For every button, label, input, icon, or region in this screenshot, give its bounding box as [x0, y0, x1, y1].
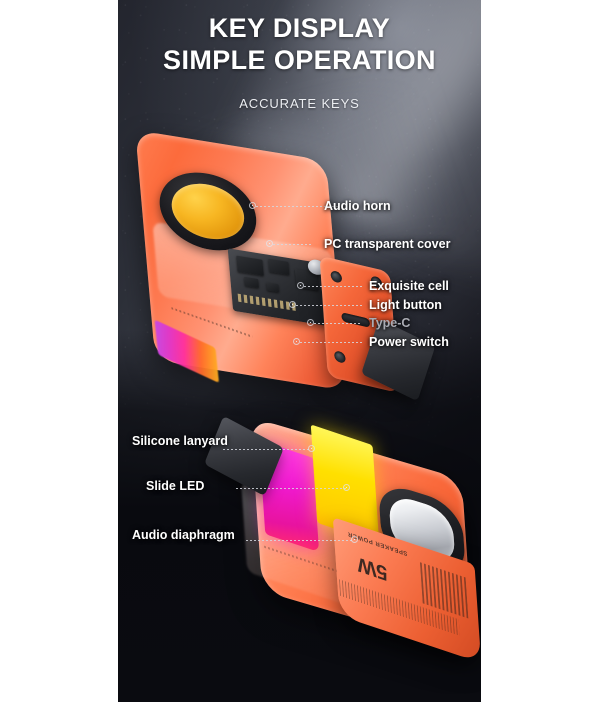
- node-type-c: [307, 319, 314, 326]
- product-image-bottom-speaker: SPEAKER POWER 5W: [204, 415, 481, 682]
- leader-line-type-c: [314, 323, 362, 324]
- pcb-solder-pads: [237, 293, 297, 312]
- product-image-top-speaker: [122, 129, 436, 405]
- leader-line-audio-diaphragm: [246, 540, 354, 541]
- node-exquisite-cell: [297, 282, 304, 289]
- callout-label-audio-horn: Audio horn: [324, 199, 391, 213]
- pcb-chip: [244, 276, 259, 289]
- callout-label-silicone-lanyard: Silicone lanyard: [132, 434, 228, 448]
- leader-line-pc-cover: [273, 244, 313, 245]
- node-pc-cover: [266, 240, 273, 247]
- callout-label-pc-transparent-cover: PC transparent cover: [324, 237, 451, 251]
- leader-line-slide-led: [236, 488, 346, 489]
- node-light-button: [289, 301, 296, 308]
- title-line-1: KEY DISPLAY: [208, 13, 391, 43]
- node-slide-led: [343, 484, 350, 491]
- callout-label-type-c: Type-C: [369, 316, 411, 330]
- callout-label-slide-led: Slide LED: [146, 479, 205, 493]
- screw-icon: [333, 350, 346, 364]
- power-rating-text: 5W: [356, 552, 389, 585]
- node-silicone-lanyard: [308, 445, 315, 452]
- leader-line-audio-horn: [256, 206, 340, 207]
- leader-line-light-button: [296, 305, 362, 306]
- header-block: KEY DISPLAY SIMPLE OPERATION ACCURATE KE…: [118, 12, 481, 111]
- leader-line-silicone-lanyard: [223, 449, 311, 450]
- subtitle: ACCURATE KEYS: [239, 96, 360, 111]
- screw-icon: [330, 269, 343, 284]
- leader-line-exquisite-cell: [304, 286, 364, 287]
- callout-label-light-button: Light button: [369, 298, 442, 312]
- callout-label-power-switch: Power switch: [369, 335, 449, 349]
- audio-horn-diaphragm: [169, 179, 247, 244]
- node-audio-horn: [249, 202, 256, 209]
- pcb-chip: [236, 255, 264, 276]
- pcb-chip: [266, 282, 280, 293]
- dark-content-panel: KEY DISPLAY SIMPLE OPERATION ACCURATE KE…: [118, 0, 481, 702]
- node-audio-diaphragm: [351, 536, 358, 543]
- leader-line-power-switch: [300, 342, 362, 343]
- pcb-chip: [268, 258, 290, 276]
- type-c-port: [341, 312, 371, 328]
- callout-label-exquisite-cell: Exquisite cell: [369, 279, 449, 293]
- title-line-2: SIMPLE OPERATION: [163, 45, 436, 75]
- callout-label-audio-diaphragm: Audio diaphragm: [132, 528, 235, 542]
- node-power-switch: [293, 338, 300, 345]
